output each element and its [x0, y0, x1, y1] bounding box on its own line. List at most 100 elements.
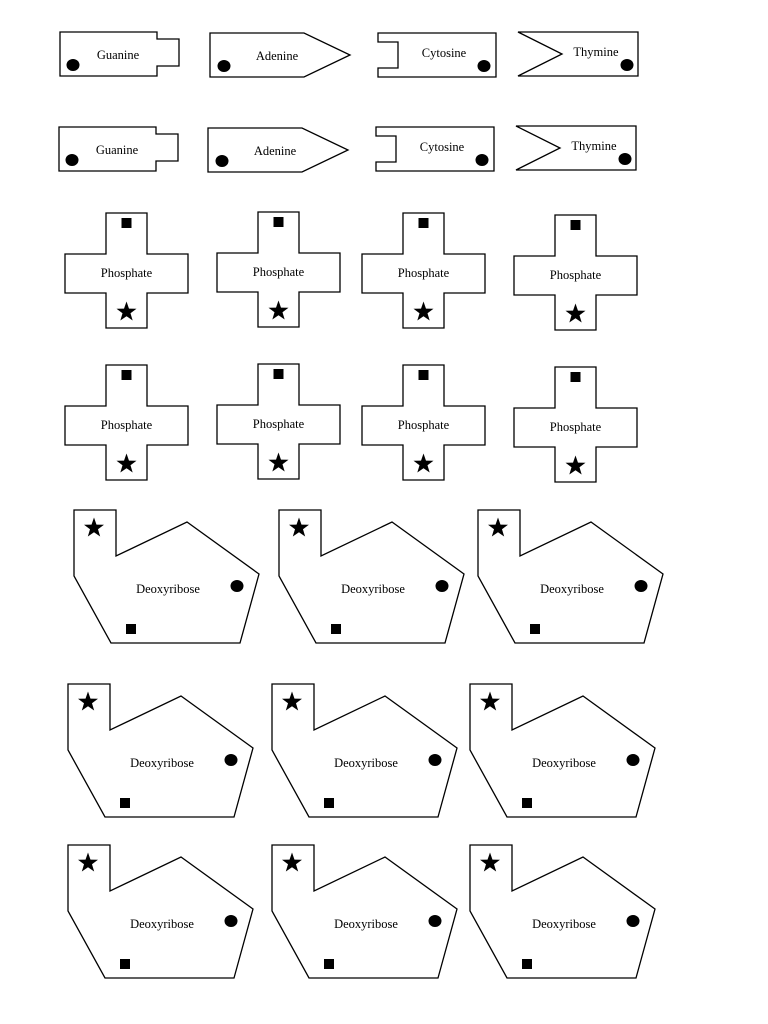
square-connector-icon [522, 959, 532, 969]
thymine-outline [517, 31, 639, 77]
phosphate-outline [216, 211, 341, 328]
square-connector-icon [120, 798, 130, 808]
circle-connector-icon [217, 60, 231, 72]
deoxyribose-outline [469, 683, 656, 818]
star-connector-icon [480, 852, 500, 872]
square-connector-icon [522, 798, 532, 808]
star-connector-icon [78, 852, 98, 872]
piece-label: Phosphate [550, 268, 602, 282]
star-connector-icon [116, 453, 137, 473]
deoxyribose-piece: Deoxyribose [271, 683, 458, 818]
piece-label: Phosphate [398, 266, 450, 280]
piece-label: Phosphate [398, 418, 450, 432]
circle-connector-icon [215, 155, 229, 167]
piece-label: Deoxyribose [341, 582, 405, 596]
circle-connector-icon [618, 153, 632, 165]
piece-label: Deoxyribose [540, 582, 604, 596]
piece-label: Phosphate [101, 266, 153, 280]
deoxyribose-outline [271, 844, 458, 979]
piece-label: Thymine [571, 139, 617, 153]
star-connector-icon [282, 852, 302, 872]
square-connector-icon [418, 218, 429, 228]
deoxyribose-outline [477, 509, 664, 644]
square-connector-icon [570, 372, 581, 382]
circle-connector-icon [435, 580, 449, 592]
guanine-base-piece: Guanine [59, 31, 180, 77]
square-connector-icon [273, 217, 284, 227]
guanine-outline [59, 31, 180, 77]
circle-connector-icon [626, 915, 640, 927]
piece-label: Thymine [573, 45, 619, 59]
phosphate-outline [361, 364, 486, 481]
circle-connector-icon [224, 915, 238, 927]
deoxyribose-piece: Deoxyribose [73, 509, 260, 644]
piece-label: Deoxyribose [130, 917, 194, 931]
thymine-base-piece: Thymine [515, 125, 637, 171]
star-connector-icon [413, 453, 434, 473]
circle-connector-icon [230, 580, 244, 592]
circle-connector-icon [428, 915, 442, 927]
adenine-outline [207, 127, 350, 173]
deoxyribose-outline [67, 844, 254, 979]
deoxyribose-piece: Deoxyribose [271, 844, 458, 979]
piece-label: Adenine [256, 49, 299, 63]
adenine-base-piece: Adenine [209, 32, 352, 78]
piece-label: Cytosine [420, 140, 465, 154]
phosphate-outline [64, 212, 189, 329]
square-connector-icon [570, 220, 581, 230]
deoxyribose-piece: Deoxyribose [469, 683, 656, 818]
piece-label: Cytosine [422, 46, 467, 60]
deoxyribose-outline [73, 509, 260, 644]
piece-label: Phosphate [253, 417, 305, 431]
deoxyribose-outline [271, 683, 458, 818]
square-connector-icon [324, 959, 334, 969]
square-connector-icon [121, 370, 132, 380]
cytosine-base-piece: Cytosine [375, 126, 495, 172]
thymine-base-piece: Thymine [517, 31, 639, 77]
piece-label: Deoxyribose [136, 582, 200, 596]
adenine-outline [209, 32, 352, 78]
phosphate-outline [64, 364, 189, 481]
cytosine-outline [377, 32, 497, 78]
cytosine-outline [375, 126, 495, 172]
star-connector-icon [565, 455, 586, 475]
piece-label: Guanine [96, 143, 139, 157]
piece-label: Guanine [97, 48, 140, 62]
piece-label: Deoxyribose [532, 756, 596, 770]
square-connector-icon [120, 959, 130, 969]
piece-label: Deoxyribose [334, 756, 398, 770]
square-connector-icon [126, 624, 136, 634]
star-connector-icon [268, 300, 289, 320]
phosphate-piece: Phosphate [64, 212, 189, 329]
circle-connector-icon [634, 580, 648, 592]
phosphate-outline [513, 366, 638, 483]
phosphate-piece: Phosphate [216, 211, 341, 328]
thymine-outline [515, 125, 637, 171]
square-connector-icon [331, 624, 341, 634]
cytosine-base-piece: Cytosine [377, 32, 497, 78]
piece-label: Deoxyribose [130, 756, 194, 770]
circle-connector-icon [475, 154, 489, 166]
phosphate-piece: Phosphate [513, 366, 638, 483]
phosphate-piece: Phosphate [361, 364, 486, 481]
star-connector-icon [282, 691, 302, 711]
star-connector-icon [488, 517, 508, 537]
phosphate-piece: Phosphate [513, 214, 638, 331]
circle-connector-icon [66, 59, 80, 71]
deoxyribose-piece: Deoxyribose [278, 509, 465, 644]
square-connector-icon [418, 370, 429, 380]
piece-label: Adenine [254, 144, 297, 158]
star-connector-icon [84, 517, 104, 537]
circle-connector-icon [65, 154, 79, 166]
star-connector-icon [268, 452, 289, 472]
star-connector-icon [413, 301, 434, 321]
deoxyribose-outline [67, 683, 254, 818]
square-connector-icon [530, 624, 540, 634]
piece-label: Deoxyribose [532, 917, 596, 931]
star-connector-icon [480, 691, 500, 711]
phosphate-outline [361, 212, 486, 329]
phosphate-piece: Phosphate [216, 363, 341, 480]
piece-label: Phosphate [101, 418, 153, 432]
